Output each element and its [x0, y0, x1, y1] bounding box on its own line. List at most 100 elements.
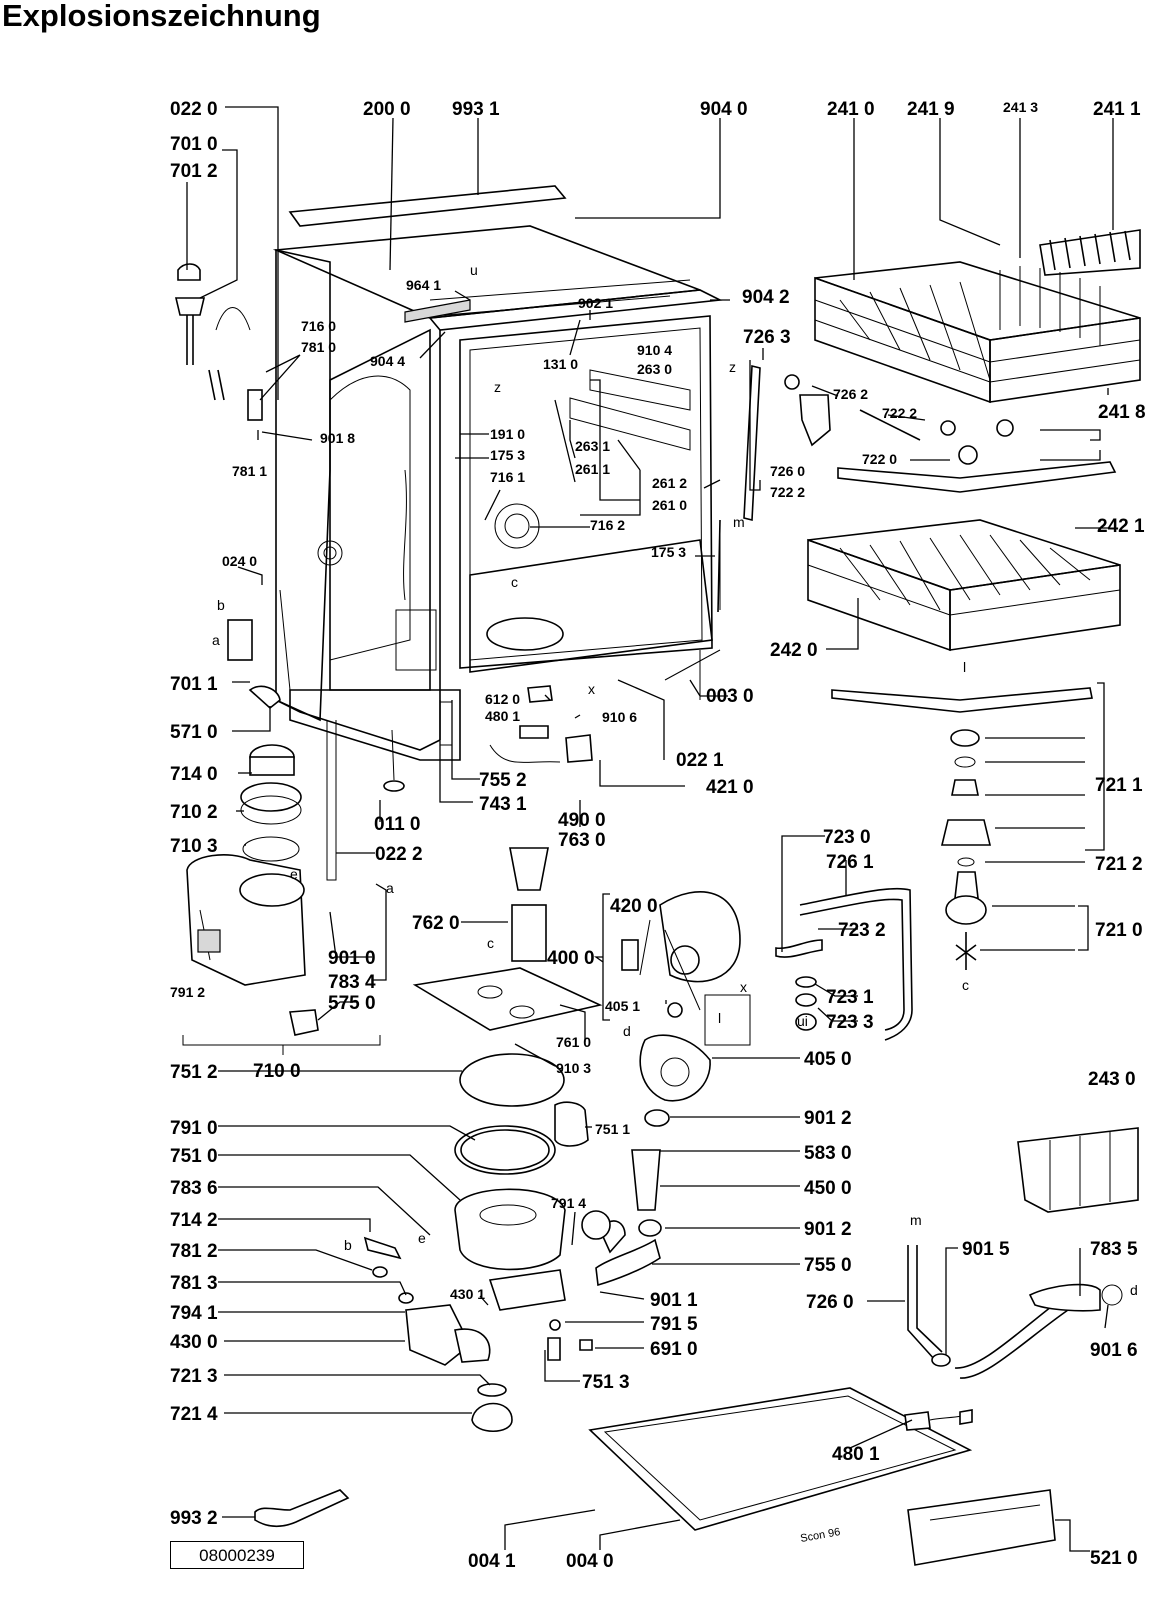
part-label: 726 2: [833, 386, 868, 402]
part-label: 901 2: [804, 1219, 852, 1240]
part-label: 261 0: [652, 497, 687, 513]
part-label: 420 0: [610, 896, 658, 917]
letter-marker: d: [1130, 1282, 1138, 1298]
letter-marker: b: [344, 1237, 352, 1253]
part-label: 723 2: [838, 920, 886, 941]
part-label: 716 1: [490, 469, 525, 485]
part-label: 022 0: [170, 99, 218, 120]
part-label: 400 0: [547, 948, 595, 969]
letter-marker: z: [729, 359, 736, 375]
upper-spray-arm: [837, 461, 1117, 493]
part-label: 901 8: [320, 430, 355, 446]
part-label: 722 0: [862, 451, 897, 467]
letter-marker: m: [910, 1212, 922, 1228]
part-label: 575 0: [328, 993, 376, 1014]
part-label: 791 0: [170, 1118, 218, 1139]
part-label: 521 0: [1090, 1548, 1138, 1569]
letter-marker: e: [418, 1230, 426, 1246]
water-softener: [186, 744, 319, 1036]
part-label: 241 1: [1093, 99, 1141, 120]
part-label: 910 6: [602, 709, 637, 725]
part-label: 191 0: [490, 426, 525, 442]
part-label: 791 5: [650, 1314, 698, 1335]
part-label: 243 0: [1088, 1069, 1136, 1090]
letter-marker: e: [290, 866, 298, 882]
base-plate: [588, 1387, 973, 1531]
part-label: 701 0: [170, 134, 218, 155]
part-label: 710 0: [253, 1061, 301, 1082]
part-label: 242 0: [770, 640, 818, 661]
part-label: 003 0: [706, 686, 754, 707]
part-label: 791 2: [170, 984, 205, 1000]
leader-lines: [186, 106, 1114, 1552]
control-panel: [907, 1489, 1056, 1566]
letter-marker: d: [623, 1023, 631, 1039]
part-label: 751 1: [595, 1121, 630, 1137]
part-label: 783 5: [1090, 1239, 1138, 1260]
part-label: 241 0: [827, 99, 875, 120]
part-label: 405 1: [605, 998, 640, 1014]
drain-hose: [799, 887, 913, 1041]
part-label: 241 9: [907, 99, 955, 120]
letter-marker: c: [487, 935, 494, 951]
part-label: 242 1: [1097, 516, 1145, 537]
filter-sump-assembly: [412, 847, 611, 1311]
part-label: 794 1: [170, 1303, 218, 1324]
letter-marker: a: [212, 632, 220, 648]
part-label: 783 4: [328, 972, 376, 993]
part-label: 261 2: [652, 475, 687, 491]
page-title: Explosionszeichnung: [2, 0, 321, 33]
part-label: 904 0: [700, 99, 748, 120]
part-label: 964 1: [406, 277, 441, 293]
part-drawings: [174, 185, 1141, 1566]
part-label: 726 0: [770, 463, 805, 479]
part-label: 450 0: [804, 1178, 852, 1199]
letter-marker: a: [386, 880, 394, 896]
part-label: 583 0: [804, 1143, 852, 1164]
part-label: 791 4: [551, 1195, 586, 1211]
document-number-box: 08000239: [170, 1541, 304, 1569]
part-label: 701 2: [170, 161, 218, 182]
part-label: 004 0: [566, 1551, 614, 1572]
part-label: 721 2: [1095, 854, 1143, 875]
part-label: 755 0: [804, 1255, 852, 1276]
letter-marker: b: [217, 597, 225, 613]
part-label: 783 6: [170, 1178, 218, 1199]
letter-markers: u z z m c b a x l e a c x l d ui c m d b…: [212, 262, 1138, 1545]
letter-marker: c: [511, 574, 518, 590]
letter-marker: l: [963, 659, 966, 675]
letter-marker: u: [470, 262, 478, 278]
part-label: 721 0: [1095, 920, 1143, 941]
part-label: 993 2: [170, 1508, 218, 1529]
part-label: 430 0: [170, 1332, 218, 1353]
part-label: 004 1: [468, 1551, 516, 1572]
part-label: 421 0: [706, 777, 754, 798]
part-label: 726 1: [826, 852, 874, 873]
part-label: 241 8: [1098, 402, 1146, 423]
part-label: 721 1: [1095, 775, 1143, 796]
part-label: 723 3: [826, 1012, 874, 1033]
part-label: 761 0: [556, 1034, 591, 1050]
letter-marker: ui: [797, 1013, 808, 1029]
part-label: 781 2: [170, 1241, 218, 1262]
letter-marker: x: [740, 979, 747, 995]
letter-marker: m: [733, 514, 745, 530]
part-label: 910 3: [556, 1060, 591, 1076]
part-label: 901 2: [804, 1108, 852, 1129]
part-label: 763 0: [558, 830, 606, 851]
part-label: 710 2: [170, 802, 218, 823]
part-label: 480 1: [485, 708, 520, 724]
part-label: 751 0: [170, 1146, 218, 1167]
letter-marker: c: [962, 977, 969, 993]
part-label: 722 2: [770, 484, 805, 500]
part-label: 716 2: [590, 517, 625, 533]
part-label: 263 0: [637, 361, 672, 377]
part-label: 022 2: [375, 844, 423, 865]
letter-marker: x: [588, 681, 595, 697]
part-label: 263 1: [575, 438, 610, 454]
part-label: 024 0: [222, 553, 257, 569]
part-label: 901 1: [650, 1290, 698, 1311]
part-label: 022 1: [676, 750, 724, 771]
part-label: 721 4: [170, 1404, 218, 1425]
part-label: 480 1: [832, 1444, 880, 1465]
